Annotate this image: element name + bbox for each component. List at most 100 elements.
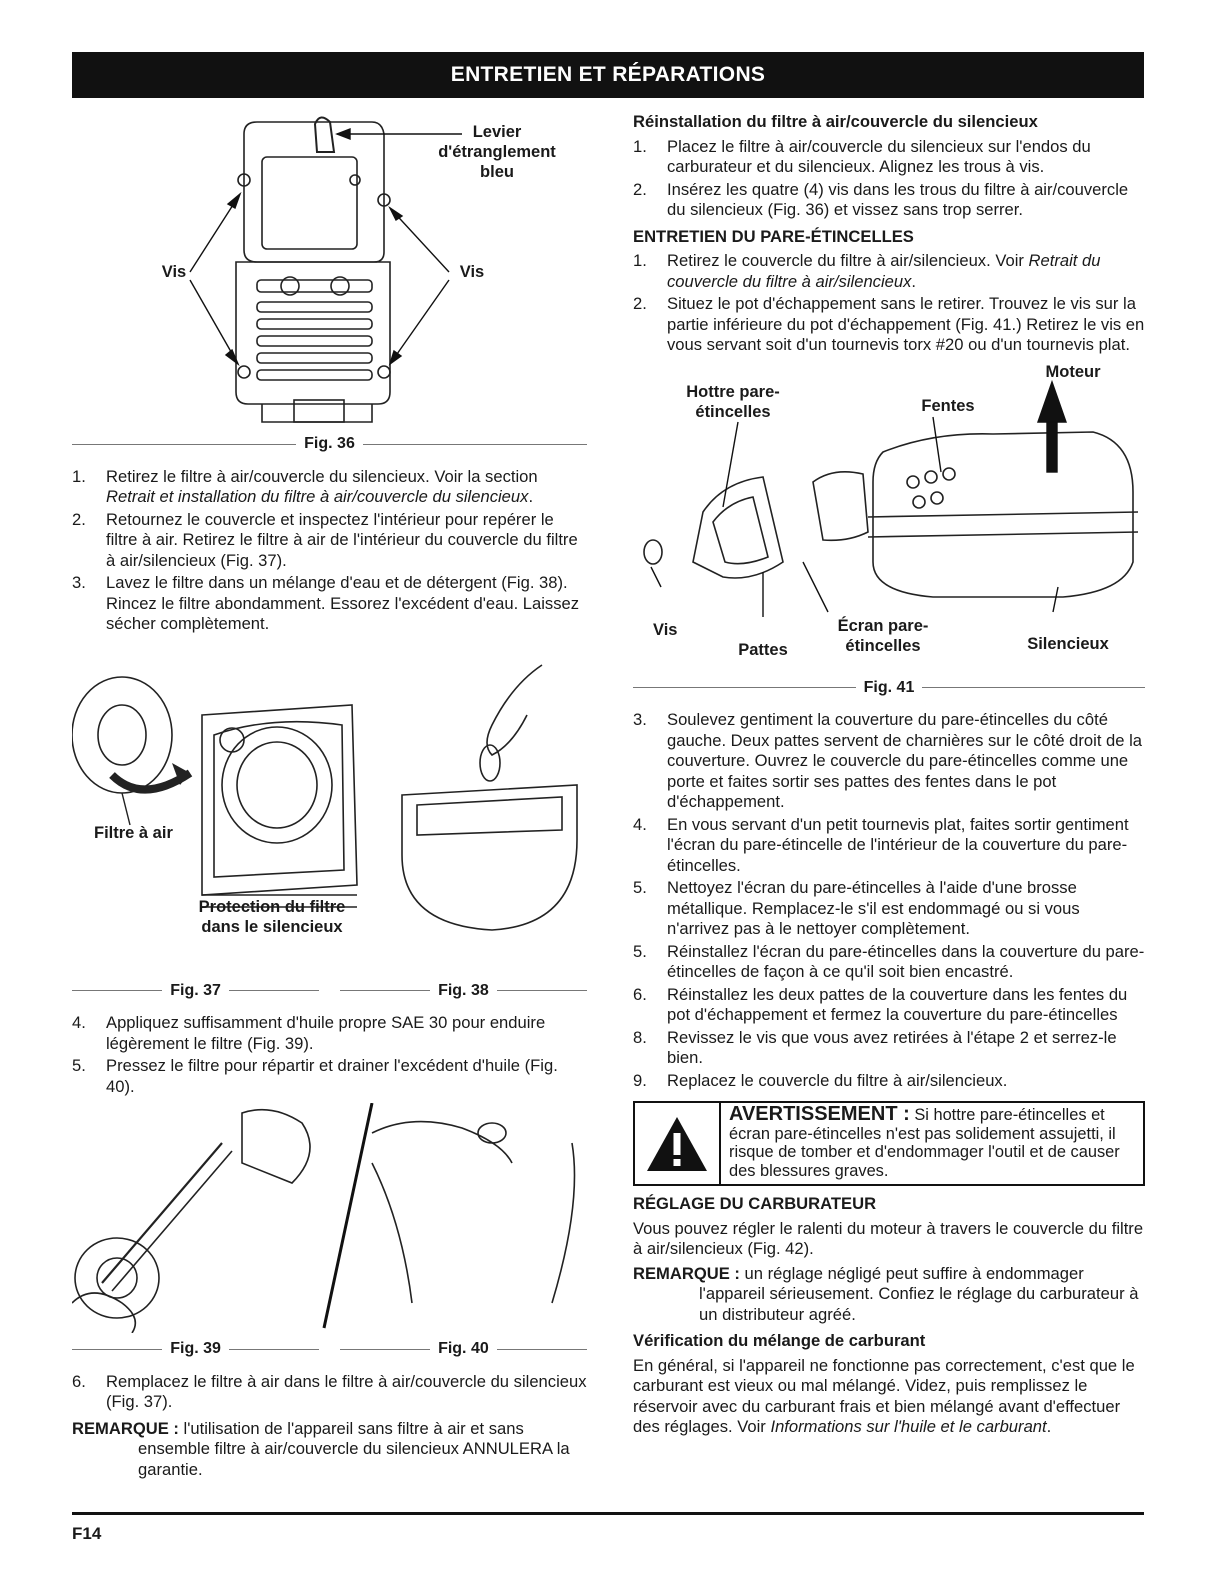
- fig41-tabs-label: Pattes: [738, 640, 788, 659]
- step-number: 6.: [72, 1371, 86, 1391]
- warning-box: AVERTISSEMENT : Si hottre pare-étincelle…: [633, 1101, 1145, 1186]
- step-text: Réinstallez les deux pattes de la couver…: [667, 984, 1128, 1025]
- list-item: 5. Nettoyez l'écran du pare-étincelles à …: [633, 878, 1145, 940]
- fig39-caption: Fig. 39: [72, 1339, 320, 1360]
- note-key: REMARQUE :: [633, 1263, 740, 1283]
- list-item: 3. Soulevez gentiment la couverture du pa…: [633, 710, 1145, 813]
- warning-text: AVERTISSEMENT : Si hottre pare-étincelle…: [721, 1103, 1143, 1184]
- section-header: ENTRETIEN ET RÉPARATIONS: [72, 52, 1144, 98]
- fuel-check-tail: .: [1046, 1417, 1052, 1436]
- list-item: 4. En vous servant d'un petit tournevis p…: [633, 815, 1145, 877]
- left-note: REMARQUE : l'utilisation de l'appareil s…: [72, 1419, 587, 1481]
- spark-arrestor-heading: ENTRETIEN DU PARE-ÉTINCELLES: [633, 226, 914, 246]
- carburetor-heading: RÉGLAGE DU CARBURATEUR: [633, 1194, 877, 1213]
- page-number: F14: [72, 1524, 102, 1543]
- fig38-caption-text: Fig. 38: [438, 981, 489, 999]
- step-text-main: Retirez le couvercle du filtre à air/sil…: [667, 251, 1029, 270]
- step-number: 5.: [633, 878, 647, 897]
- footer-rule: [72, 1512, 1144, 1515]
- left-steps-2: 4.Appliquez suffisamment d'huile propre …: [72, 1013, 587, 1097]
- fig36-lever-label: Levier d'étranglement bleu: [438, 123, 556, 181]
- section-title: ENTRETIEN ET RÉPARATIONS: [450, 63, 766, 86]
- fig36-vis-left-label: Vis: [161, 263, 187, 281]
- fig39-40-captions: Fig. 39 Fig. 40: [72, 1333, 587, 1372]
- step-number: 8.: [633, 1027, 647, 1047]
- fig36-caption-text: Fig. 36: [304, 435, 355, 452]
- list-item: 2. Retournez le couvercle et inspectez l'…: [72, 510, 587, 572]
- step-text: Remplacez le filtre à air dans le filtre…: [106, 1371, 587, 1412]
- fig36-vis-right-label: Vis: [459, 263, 485, 281]
- note-key: REMARQUE :: [72, 1418, 179, 1438]
- fig37-caption: Fig. 37: [72, 981, 320, 1002]
- filter-wash-drawing: [72, 663, 578, 931]
- list-item: 5.Pressez le filtre pour répartir et dra…: [72, 1056, 587, 1097]
- step-number: 1.: [72, 466, 86, 486]
- step-number: 5.: [633, 941, 647, 961]
- step-text: Retirez le couvercle du filtre à air/sil…: [667, 251, 1145, 292]
- list-item: 4.Appliquez suffisamment d'huile propre …: [72, 1013, 587, 1054]
- fig36-illustration: Levier d'étranglement bleu Vis Vis: [72, 112, 587, 432]
- fig37-caption-text: Fig. 37: [170, 981, 221, 999]
- step-text: Replacez le couvercle du filtre à air/si…: [667, 1070, 1008, 1090]
- fig37-38-captions: Fig. 37 Fig. 38: [72, 975, 587, 1014]
- warning-body: Si hottre pare-étincelles et écran pare-…: [729, 1106, 1120, 1180]
- step-text: Placez le filtre à air/couvercle du sile…: [667, 136, 1091, 177]
- list-item: 3. Lavez le filtre dans un mélange d'eau …: [72, 573, 587, 635]
- step-number: 1.: [633, 136, 647, 156]
- fuel-check-heading: Vérification du mélange de carburant: [633, 1331, 926, 1350]
- step-number: 3.: [633, 710, 647, 729]
- fig36-caption: Fig. 36: [72, 434, 587, 455]
- step-text: Appliquez suffisamment d'huile propre SA…: [106, 1013, 546, 1053]
- step-text: Nettoyez l'écran du pare-étincelles à l'…: [667, 878, 1080, 938]
- fig41-screw-label: Vis: [653, 620, 678, 639]
- reinstall-heading: Réinstallation du filtre à air/couvercle…: [633, 112, 1038, 131]
- fig41-slots-label: Fentes: [921, 396, 975, 415]
- step-number: 2.: [72, 509, 86, 529]
- fig40-caption-text: Fig. 40: [438, 1340, 489, 1357]
- step-text-tail: .: [528, 487, 534, 506]
- carburetor-note: REMARQUE : un réglage négligé peut suffi…: [633, 1264, 1145, 1326]
- list-item: 6.Réinstallez les deux pattes de la couv…: [633, 985, 1145, 1026]
- step-number: 3.: [72, 573, 86, 592]
- fig41-screen-label: Écran pare- étincelles: [837, 616, 929, 655]
- list-item: 6. Remplacez le filtre à air dans le filt…: [72, 1372, 587, 1413]
- step-text: Pressez le filtre pour répartir et drain…: [106, 1056, 558, 1096]
- note-continuation: ensemble filtre à air/couvercle du silen…: [138, 1439, 570, 1479]
- step-text-main: Retirez le filtre à air/couvercle du sil…: [106, 466, 538, 486]
- fuel-check-text: En général, si l'appareil ne fonctionne …: [633, 1355, 1135, 1437]
- left-column: Levier d'étranglement bleu Vis Vis Fig. …: [72, 112, 587, 1486]
- step-number: 1.: [633, 251, 647, 270]
- spark-arrestor-drawing: [643, 379, 1139, 617]
- step-text: Soulevez gentiment la couverture du pare…: [667, 710, 1143, 811]
- note-text: l'utilisation de l'appareil sans filtre …: [178, 1418, 524, 1438]
- step-text: Réinstallez l'écran du pare-étincelles d…: [667, 941, 1145, 982]
- warning-triangle-icon: [635, 1103, 721, 1184]
- note-text: un réglage négligé peut suffire à endomm…: [739, 1263, 1084, 1283]
- step-text: Revissez le vis que vous avez retirées à…: [667, 1027, 1117, 1068]
- left-steps-1: 1. Retirez le filtre à air/couvercle du s…: [72, 467, 587, 635]
- step-text: Retournez le couvercle et inspectez l'in…: [106, 509, 578, 570]
- fig41-caption: Fig. 41: [633, 678, 1145, 699]
- note-continuation: l'appareil sérieusement. Confiez le régl…: [699, 1284, 1139, 1324]
- fig39-40-illustration: [72, 1103, 587, 1333]
- fig41-illustration: Moteur Hottre pare- étincelles Fentes Vi…: [633, 362, 1145, 672]
- step-text: Retirez le filtre à air/couvercle du sil…: [106, 467, 587, 508]
- right-column: Réinstallation du filtre à air/couvercle…: [633, 112, 1145, 1438]
- list-item: 2.Insérez les quatre (4) vis dans les tr…: [633, 180, 1145, 221]
- carburetor-paragraph: Vous pouvez régler le ralenti du moteur …: [633, 1218, 1144, 1259]
- fig40-caption: Fig. 40: [339, 1339, 587, 1360]
- fuel-check-paragraph: En général, si l'appareil ne fonctionne …: [633, 1356, 1145, 1438]
- list-item: 8. Revissez le vis que vous avez retirées…: [633, 1028, 1145, 1069]
- step-text: En vous servant d'un petit tournevis pla…: [667, 814, 1129, 875]
- step-number: 2.: [633, 179, 647, 199]
- list-item: 5. Réinstallez l'écran du pare-étincelles…: [633, 942, 1145, 983]
- fig38-caption: Fig. 38: [339, 981, 587, 1002]
- spark-arrestor-steps-2: 3. Soulevez gentiment la couverture du pa…: [633, 710, 1145, 1091]
- list-item: 2. Situez le pot d'échappement sans le re…: [633, 294, 1145, 356]
- step-text: Lavez le filtre dans un mélange d'eau et…: [106, 573, 580, 633]
- list-item: 1. Retirez le couvercle du filtre à air/s…: [633, 251, 1145, 292]
- step-text: Situez le pot d'échappement sans le reti…: [667, 294, 1145, 354]
- fig37-protection-label: Protection du filtre dans le silencieux: [198, 897, 346, 936]
- step-number: 2.: [633, 294, 647, 313]
- step-number: 4.: [633, 814, 647, 834]
